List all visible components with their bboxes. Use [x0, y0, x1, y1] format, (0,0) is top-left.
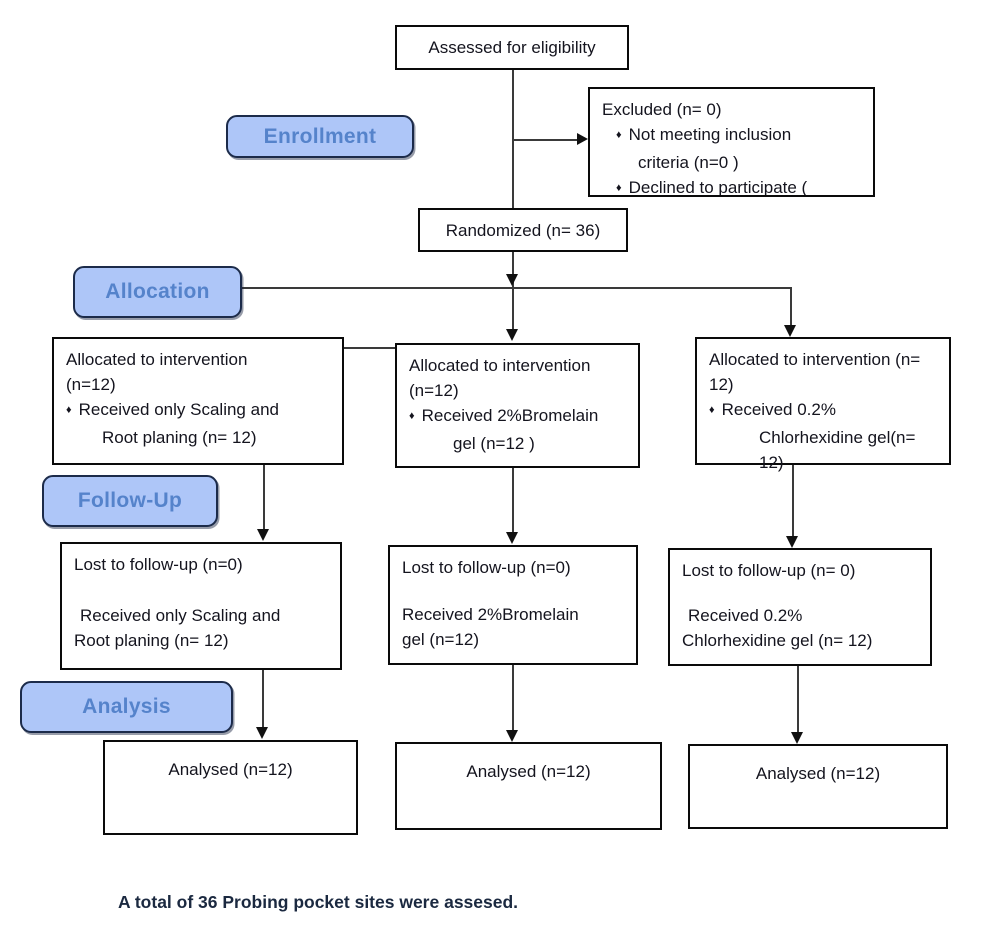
allocated-right-bullet: ♦Received 0.2% — [709, 400, 836, 419]
arrowhead-right-analysed-icon — [791, 732, 803, 744]
bullet-diamond-icon: ♦ — [616, 182, 622, 194]
eligibility-label: Assessed for eligibility — [428, 38, 596, 57]
followup-left-line2: Received only Scaling and — [80, 606, 281, 625]
connector-right-analysed — [797, 666, 799, 732]
allocated-right-bullet-cont: Chlorhexidine gel(n= 12) — [759, 428, 916, 472]
excluded-box: Excluded (n= 0) ♦Not meeting inclusion c… — [588, 87, 875, 197]
arrowhead-right-followup-icon — [786, 536, 798, 548]
stage-analysis: Analysis — [20, 681, 233, 733]
followup-right-line1: Lost to follow-up (n= 0) — [682, 561, 856, 580]
followup-middle-line3: gel (n=12) — [402, 630, 480, 649]
bullet-diamond-icon: ♦ — [66, 404, 72, 416]
allocated-middle-bullet-cont: gel (n=12 ) — [453, 434, 535, 453]
allocated-left-bullet-cont: Root planing (n= 12) — [102, 428, 257, 447]
followup-left-line3: Root planing (n= 12) — [74, 631, 229, 650]
arrowhead-excluded-icon — [577, 133, 588, 145]
allocated-middle-line2: (n=12) — [409, 381, 459, 400]
allocated-box-left: Allocated to intervention (n=12) ♦Receiv… — [52, 337, 344, 465]
followup-box-right: Lost to follow-up (n= 0) Received 0.2% C… — [668, 548, 932, 666]
randomized-box: Randomized (n= 36) — [418, 208, 628, 252]
analysed-box-left: Analysed (n=12) — [103, 740, 358, 835]
followup-left-line1: Lost to follow-up (n=0) — [74, 555, 243, 574]
connector-right-followup — [792, 465, 794, 536]
allocated-left-line1: Allocated to intervention — [66, 350, 248, 369]
connector-randomized-middle — [512, 252, 514, 332]
excluded-title: Excluded (n= 0) — [602, 100, 722, 119]
stage-analysis-label: Analysis — [82, 695, 171, 718]
connector-to-excluded — [513, 139, 579, 141]
analysed-box-right: Analysed (n=12) — [688, 744, 948, 829]
excluded-item-1: ♦Not meeting inclusion — [616, 125, 792, 144]
bullet-diamond-icon: ♦ — [409, 410, 415, 422]
stage-allocation-label: Allocation — [105, 280, 210, 303]
allocated-right-line2: 12) — [709, 375, 734, 394]
followup-middle-line1: Lost to follow-up (n=0) — [402, 558, 571, 577]
connector-allocation-bar — [240, 287, 792, 289]
connector-alloc-left-link — [344, 347, 395, 349]
stage-enrollment: Enrollment — [226, 115, 414, 158]
connector-left-followup — [263, 465, 265, 531]
excluded-item-2-clipped: ♦Declined to participate ( — [616, 178, 808, 197]
analysed-right-label: Analysed (n=12) — [755, 764, 881, 783]
connector-allocation-right — [790, 289, 792, 331]
allocated-box-right: Allocated to intervention (n= 12) ♦Recei… — [695, 337, 951, 472]
footer-note: A total of 36 Probing pocket sites were … — [118, 892, 519, 912]
connector-left-analysed — [262, 670, 264, 728]
arrowhead-left-analysed-icon — [256, 727, 268, 739]
followup-middle-line2: Received 2%Bromelain — [402, 605, 579, 624]
arrowhead-middle-followup-icon — [506, 532, 518, 544]
allocated-box-middle: Allocated to intervention (n=12) ♦Receiv… — [395, 343, 640, 468]
analysed-box-middle: Analysed (n=12) — [395, 742, 662, 830]
stage-followup: Follow-Up — [42, 475, 218, 527]
arrowhead-middle-upper-icon — [506, 274, 518, 286]
stage-allocation: Allocation — [73, 266, 242, 318]
arrowhead-alloc-middle-icon — [506, 329, 518, 341]
allocated-middle-bullet: ♦Received 2%Bromelain — [409, 406, 599, 425]
bullet-diamond-icon: ♦ — [709, 404, 715, 416]
excluded-item-1-cont: criteria (n=0 ) — [638, 153, 739, 172]
followup-right-line2: Received 0.2% — [688, 606, 803, 625]
arrowhead-middle-analysed-icon — [506, 730, 518, 742]
stage-enrollment-label: Enrollment — [263, 124, 377, 148]
connector-middle-analysed — [512, 665, 514, 730]
followup-box-left: Lost to follow-up (n=0) Received only Sc… — [60, 542, 342, 670]
allocated-left-bullet: ♦Received only Scaling and — [66, 400, 279, 419]
bullet-diamond-icon: ♦ — [616, 129, 622, 141]
eligibility-box: Assessed for eligibility — [395, 25, 629, 70]
connector-middle-followup — [512, 468, 514, 532]
allocated-middle-line1: Allocated to intervention — [409, 356, 591, 375]
followup-right-line3: Chlorhexidine gel (n= 12) — [682, 631, 873, 650]
followup-box-middle: Lost to follow-up (n=0) Received 2%Brome… — [388, 545, 638, 665]
arrowhead-left-followup-icon — [257, 529, 269, 541]
randomized-label: Randomized (n= 36) — [445, 220, 601, 240]
allocated-right-line1: Allocated to intervention (n= — [709, 350, 921, 369]
analysed-middle-label: Analysed (n=12) — [466, 762, 591, 781]
stage-followup-label: Follow-Up — [77, 489, 183, 512]
arrowhead-alloc-right-icon — [784, 325, 796, 337]
analysed-left-label: Analysed (n=12) — [168, 760, 293, 779]
allocated-left-line2: (n=12) — [66, 375, 116, 394]
